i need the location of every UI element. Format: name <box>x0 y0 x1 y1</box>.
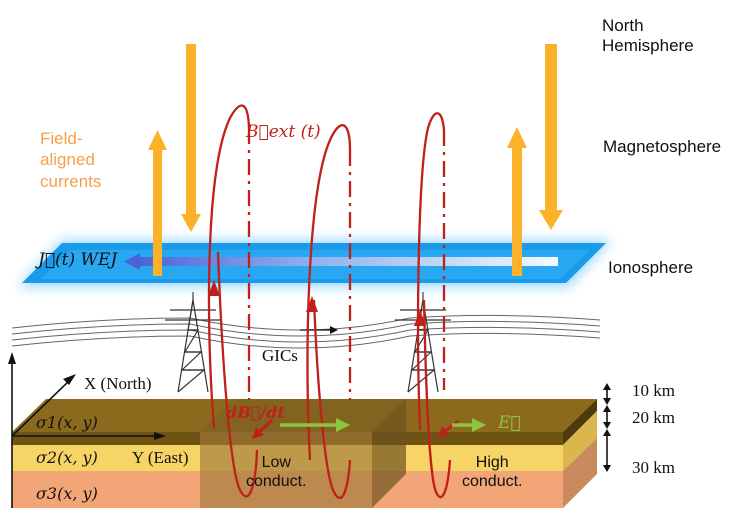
low-conduct-block-side <box>372 399 406 508</box>
sigma3-label: σ3(x, y) <box>36 484 98 503</box>
sigma1-label: σ1(x, y) <box>36 413 98 432</box>
layer-20km-label: 20 km <box>632 408 675 427</box>
e-field-arrows <box>280 418 486 432</box>
ionosphere-slab <box>18 240 612 287</box>
y-axis-label: Y (East) <box>132 448 189 467</box>
field-aligned-currents-label: Field- aligned currents <box>40 129 102 191</box>
thickness-arrows <box>603 383 611 472</box>
field-aligned-currents <box>148 44 563 276</box>
transmission-tower-left <box>165 292 221 393</box>
ionosphere-label: Ionosphere <box>608 258 694 277</box>
e-field-label: E⃗ <box>498 413 521 433</box>
layer-30km-label: 30 km <box>632 458 675 477</box>
gic-arrow <box>300 326 338 334</box>
north-hemisphere-label: North Hemisphere <box>602 16 694 56</box>
layer1-side <box>563 399 597 445</box>
transmission-tower-right <box>395 292 451 393</box>
db-dt-label: dB⃗/dt <box>226 403 285 422</box>
x-axis-label: X (North) <box>84 374 152 393</box>
field-arrowheads <box>208 280 426 326</box>
db-dt-arrows <box>252 418 459 439</box>
layer2-side <box>563 411 597 471</box>
sigma2-label: σ2(x, y) <box>36 448 98 467</box>
gics-label: GICs <box>262 346 298 365</box>
magnetic-field-loops <box>207 104 452 500</box>
high-conduct-label: High conduct. <box>462 454 523 491</box>
power-lines <box>11 314 601 349</box>
low-conduct-label: Low conduct. <box>246 454 307 491</box>
ground-layers <box>12 399 597 508</box>
low-conduct-block-top <box>200 399 406 432</box>
high-conduct-block-front <box>410 445 563 471</box>
coordinate-axes <box>8 352 166 508</box>
wej-arrow-head <box>124 253 140 270</box>
magnetosphere-label: Magnetosphere <box>603 137 722 156</box>
layer3-side <box>563 438 597 508</box>
wej-current-label: J⃗(t) WEJ <box>38 250 118 270</box>
layer-10km-label: 10 km <box>632 381 675 400</box>
b-ext-label: B⃗ext (t) <box>246 122 321 142</box>
wej-arrow-shaft <box>138 257 558 266</box>
